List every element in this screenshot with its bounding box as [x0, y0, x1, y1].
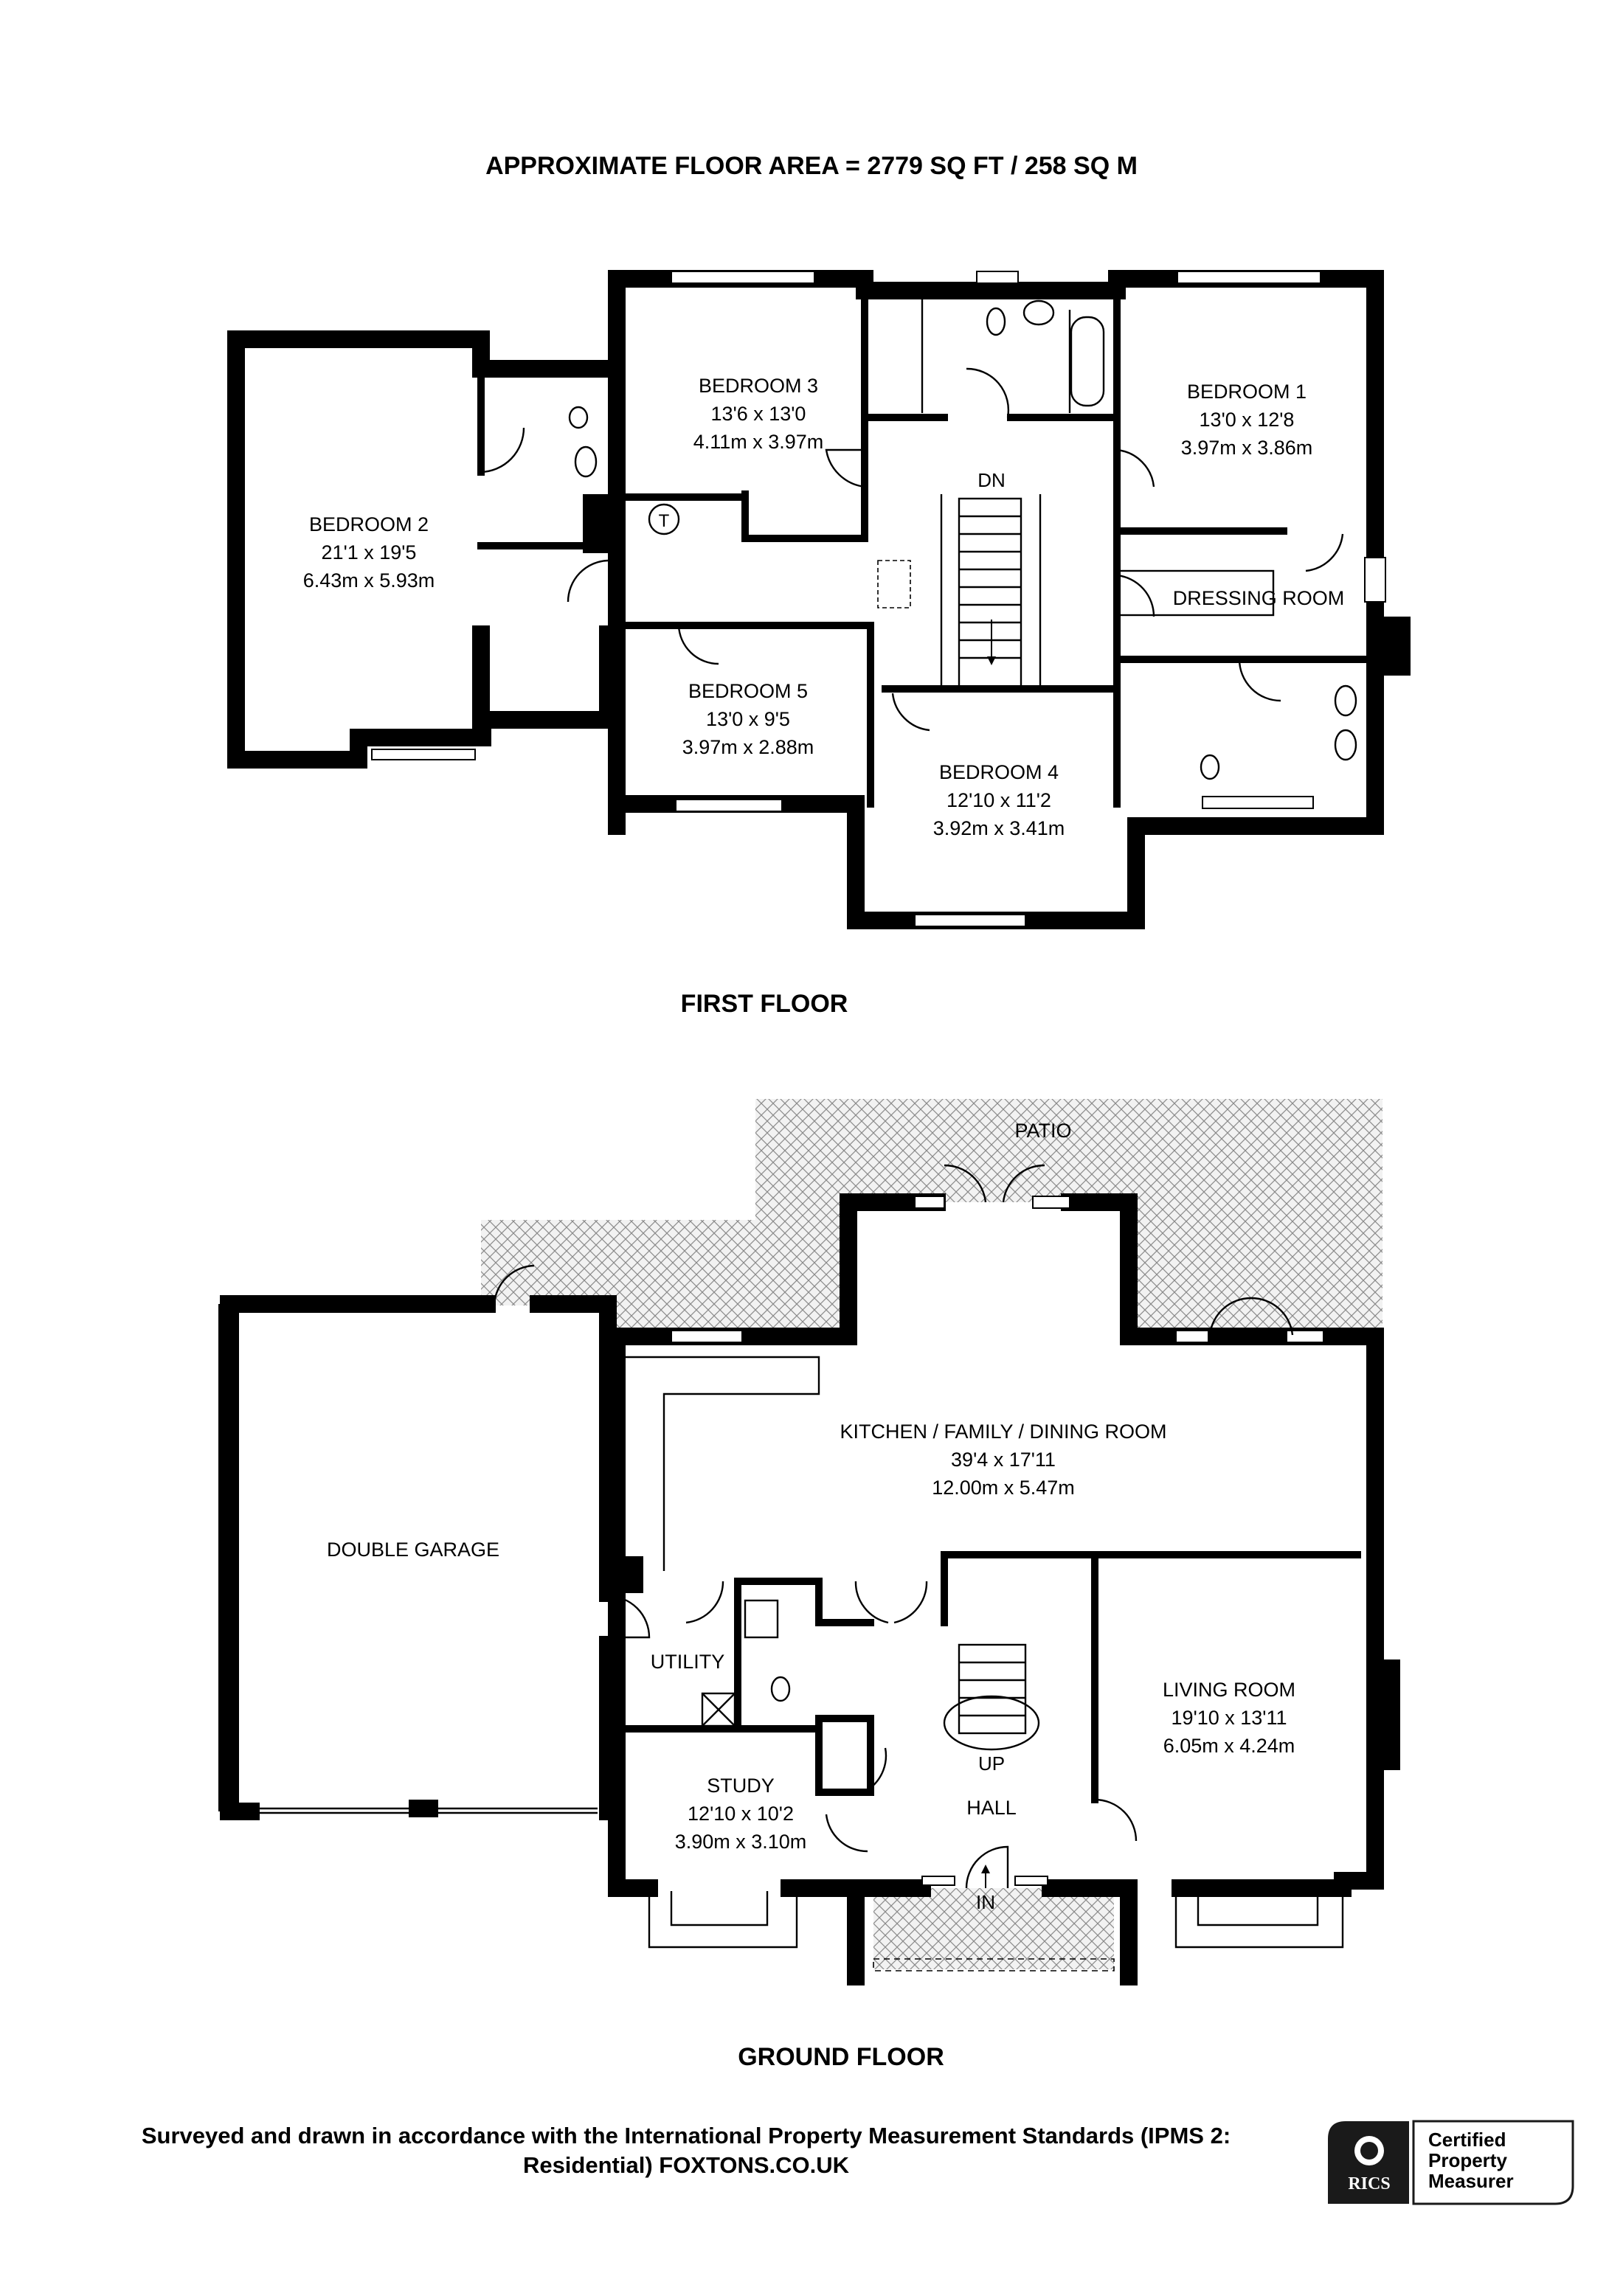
boiler-icon: [701, 1692, 736, 1727]
svg-text:3.92m x 3.41m: 3.92m x 3.41m: [933, 817, 1065, 839]
room-living-room: LIVING ROOM 19'10 x 13'11 6.05m x 4.24m: [1163, 1679, 1295, 1757]
stairs-down-label: DN: [977, 469, 1006, 491]
room-kitchen-family-dining: KITCHEN / FAMILY / DINING ROOM 39'4 x 17…: [840, 1421, 1166, 1499]
room-double-garage: DOUBLE GARAGE: [327, 1539, 499, 1561]
svg-text:Measurer: Measurer: [1428, 2170, 1514, 2192]
basin-icon: [574, 445, 598, 478]
room-bedroom-4: BEDROOM 4 12'10 x 11'2 3.92m x 3.41m: [933, 761, 1065, 839]
toilet-icon: [1200, 754, 1220, 780]
svg-text:3.97m x 2.88m: 3.97m x 2.88m: [682, 736, 814, 758]
toilet-icon: [568, 406, 589, 429]
room-study: STUDY 12'10 x 10'2 3.90m x 3.10m: [675, 1775, 807, 1853]
svg-text:RICS: RICS: [1348, 2174, 1390, 2193]
loft-hatch: [877, 560, 911, 608]
room-bedroom-3: BEDROOM 3 13'6 x 13'0 4.11m x 3.97m: [693, 375, 824, 453]
svg-text:3.97m x 3.86m: 3.97m x 3.86m: [1181, 437, 1313, 459]
svg-text:19'10 x 13'11: 19'10 x 13'11: [1172, 1707, 1287, 1729]
water-tank-icon: [648, 503, 680, 535]
room-bedroom-2: BEDROOM 2 21'1 x 19'5 6.43m x 5.93m: [303, 513, 435, 592]
svg-text:13'0 x 9'5: 13'0 x 9'5: [706, 708, 790, 730]
room-hall: HALL: [966, 1797, 1017, 1819]
porch-area: [873, 1888, 1114, 1969]
patio-label: PATIO: [1014, 1120, 1071, 1142]
first-floor-plan: T DN BEDROOM 3 13'6 x 13'0 4.11m x 3.97m…: [227, 270, 1411, 929]
svg-text:21'1 x 19'5: 21'1 x 19'5: [322, 541, 417, 563]
staircase: [940, 494, 1042, 692]
svg-text:BEDROOM 5: BEDROOM 5: [688, 680, 808, 702]
toilet-icon: [986, 307, 1006, 336]
ground-floor-plan: PATIO: [218, 1099, 1400, 1985]
svg-text:12'10 x 10'2: 12'10 x 10'2: [688, 1803, 794, 1825]
basin-icon: [1334, 729, 1357, 761]
entrance-label: IN: [976, 1891, 995, 1913]
svg-text:STUDY: STUDY: [707, 1775, 775, 1797]
sink-icon: [744, 1599, 779, 1639]
first-floor-label: FIRST FLOOR: [681, 990, 848, 1018]
svg-text:13'6 x 13'0: 13'6 x 13'0: [711, 403, 806, 425]
rics-badge: RICS Certified Property Measurer: [1328, 2120, 1574, 2205]
toilet-icon: [770, 1676, 791, 1702]
svg-text:39'4 x 17'11: 39'4 x 17'11: [951, 1449, 1056, 1471]
room-dressing-room: DRESSING ROOM: [1173, 587, 1345, 609]
stairs-up-label: UP: [978, 1752, 1005, 1775]
staircase: [943, 1643, 1040, 1751]
patio-area: [481, 1099, 1383, 1335]
survey-note-line1: Surveyed and drawn in accordance with th…: [142, 2123, 1231, 2148]
svg-text:BEDROOM 2: BEDROOM 2: [309, 513, 429, 535]
svg-text:BEDROOM 1: BEDROOM 1: [1187, 381, 1307, 403]
svg-text:Certified: Certified: [1428, 2129, 1506, 2151]
svg-text:BEDROOM 3: BEDROOM 3: [699, 375, 818, 397]
floor-area-title: APPROXIMATE FLOOR AREA = 2779 SQ FT / 25…: [485, 152, 1138, 180]
room-bedroom-1: BEDROOM 1 13'0 x 12'8 3.97m x 3.86m: [1181, 381, 1313, 459]
basin-icon: [1334, 684, 1357, 717]
svg-text:12'10 x 11'2: 12'10 x 11'2: [947, 789, 1051, 811]
svg-text:4.11m x 3.97m: 4.11m x 3.97m: [693, 431, 824, 453]
room-utility: UTILITY: [651, 1651, 725, 1673]
bath-icon: [1070, 316, 1105, 407]
room-bedroom-5: BEDROOM 5 13'0 x 9'5 3.97m x 2.88m: [682, 680, 814, 758]
svg-text:3.90m x 3.10m: 3.90m x 3.10m: [675, 1831, 807, 1853]
svg-text:Property: Property: [1428, 2149, 1507, 2171]
svg-text:LIVING ROOM: LIVING ROOM: [1163, 1679, 1295, 1701]
survey-note-line2: Residential) FOXTONS.CO.UK: [523, 2152, 850, 2178]
svg-text:KITCHEN / FAMILY / DINING ROO: KITCHEN / FAMILY / DINING ROOM: [840, 1421, 1166, 1443]
tank-label: T: [659, 511, 670, 531]
ground-floor-label: GROUND FLOOR: [738, 2043, 944, 2071]
basin-icon: [1022, 299, 1055, 326]
svg-text:13'0 x 12'8: 13'0 x 12'8: [1200, 409, 1295, 431]
svg-text:6.43m x 5.93m: 6.43m x 5.93m: [303, 569, 435, 592]
svg-text:12.00m x 5.47m: 12.00m x 5.47m: [932, 1477, 1075, 1499]
svg-text:BEDROOM 4: BEDROOM 4: [939, 761, 1059, 783]
svg-text:6.05m x 4.24m: 6.05m x 4.24m: [1163, 1735, 1295, 1757]
